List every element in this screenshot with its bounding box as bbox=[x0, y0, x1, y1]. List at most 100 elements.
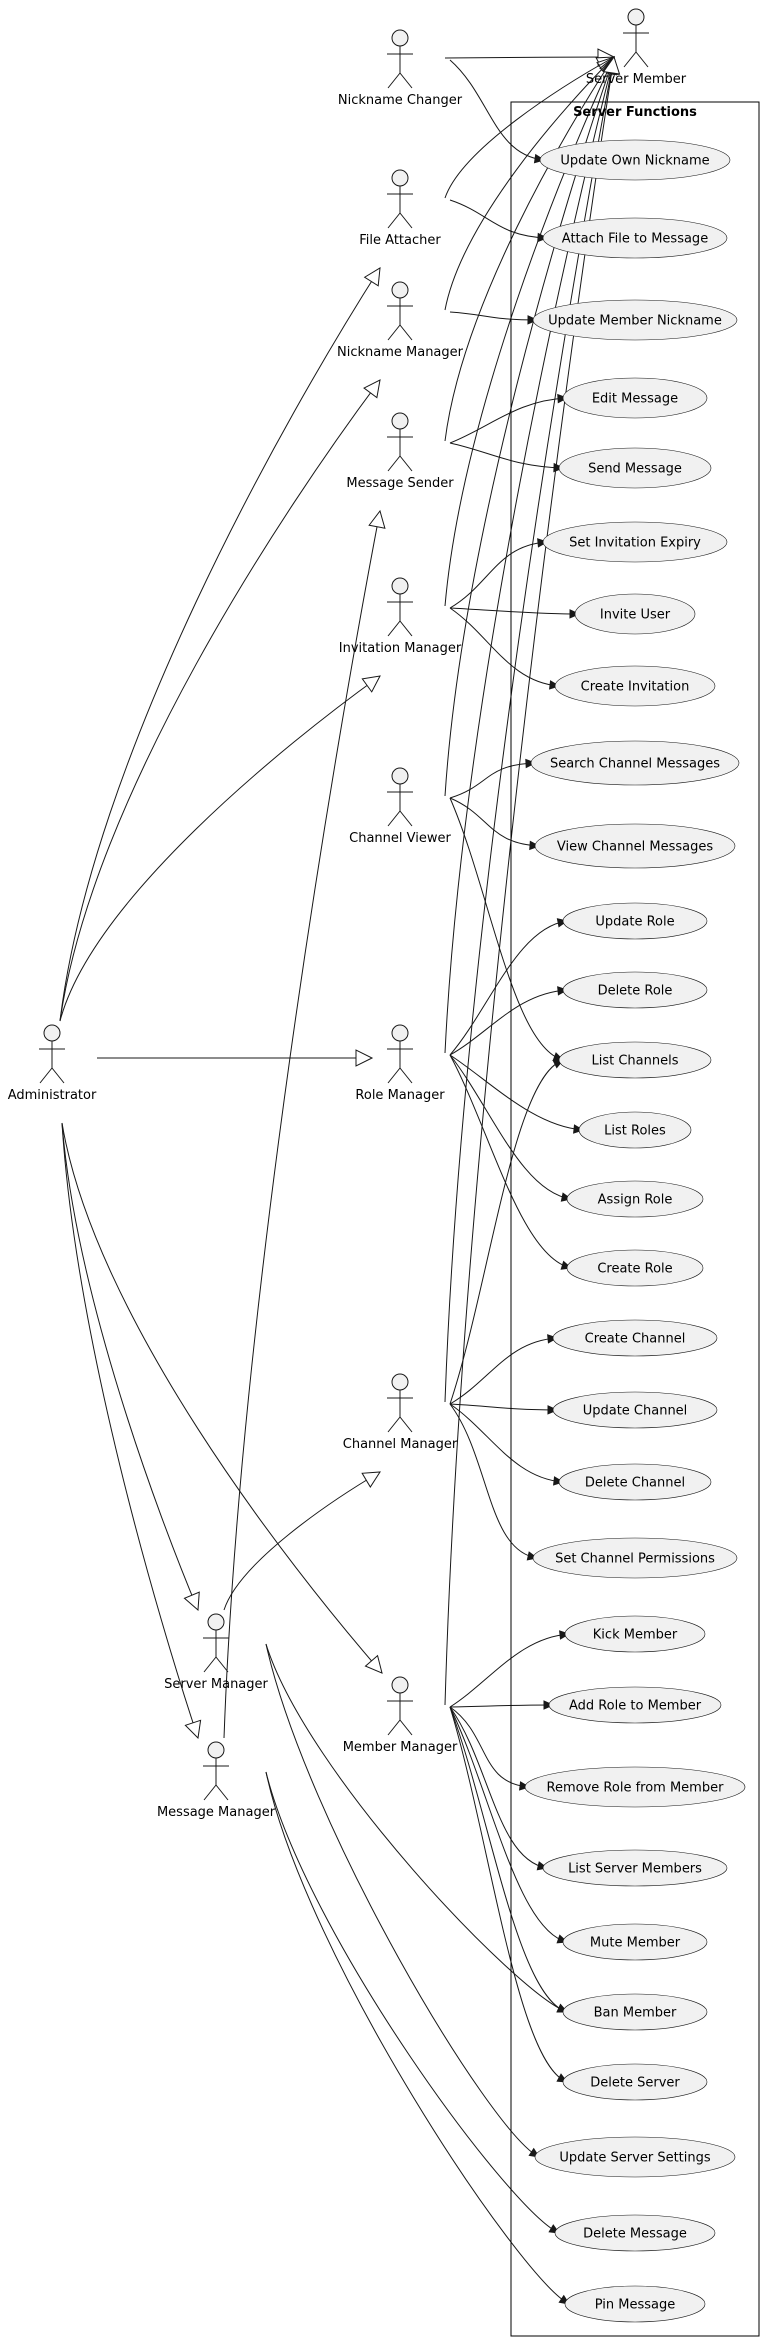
use-case-update-member-nickname: Update Member Nickname bbox=[532, 299, 738, 341]
actor-channel-viewer: Channel Viewer bbox=[349, 767, 451, 846]
actor-leg-right bbox=[399, 1067, 413, 1084]
actor-label: Channel Manager bbox=[343, 1437, 458, 1452]
association-nickname-manager-to-update-member-nickname bbox=[449, 311, 538, 321]
actor-head bbox=[43, 1024, 61, 1042]
use-case-label: Update Member Nickname bbox=[548, 314, 722, 329]
use-case-assign-role: Assign Role bbox=[566, 1180, 704, 1218]
actor-leg-right bbox=[399, 1719, 413, 1736]
use-case-label: Send Message bbox=[588, 462, 682, 477]
use-case-label: Delete Server bbox=[590, 2076, 680, 2091]
actor-leg-left bbox=[387, 1719, 401, 1736]
actor-label: Channel Viewer bbox=[349, 831, 451, 846]
association-arrowhead bbox=[553, 1476, 565, 1486]
use-case-invite-user: Invite User bbox=[574, 593, 696, 635]
generalization-arrowhead bbox=[363, 379, 381, 399]
use-case-ellipse bbox=[566, 1249, 704, 1287]
actor-leg-right bbox=[399, 1416, 413, 1433]
actor-head bbox=[391, 1024, 409, 1042]
association-arrowhead bbox=[527, 315, 539, 325]
use-case-delete-role: Delete Role bbox=[562, 971, 708, 1009]
use-case-ellipse bbox=[562, 1993, 708, 2031]
use-case-label: Create Invitation bbox=[581, 680, 690, 695]
use-case-label: List Channels bbox=[591, 1054, 678, 1069]
association-arrowhead bbox=[518, 1781, 531, 1791]
association-message-sender-to-send-message bbox=[449, 442, 564, 469]
actor-head bbox=[391, 29, 409, 47]
generalization-arrowhead bbox=[361, 1471, 381, 1489]
actor-message-sender: Message Sender bbox=[346, 412, 454, 491]
actor-role-manager: Role Manager bbox=[355, 1024, 445, 1103]
use-case-ellipse bbox=[539, 139, 731, 181]
generalization-file-attacher-to-server-member bbox=[444, 56, 615, 199]
use-case-label: Assign Role bbox=[598, 1193, 673, 1208]
association-file-attacher-to-attach-file bbox=[449, 199, 548, 239]
use-case-label: View Channel Messages bbox=[557, 840, 713, 855]
actor-leg-left bbox=[387, 810, 401, 827]
use-case-ban-member: Ban Member bbox=[562, 1993, 708, 2031]
association-channel-viewer-to-list-channels bbox=[449, 797, 564, 1061]
generalization-arrowhead bbox=[602, 55, 621, 75]
actor-label: Role Manager bbox=[355, 1088, 445, 1103]
actor-message-manager: Message Manager bbox=[157, 1741, 276, 1820]
actor-server-member: Server Member bbox=[586, 8, 687, 87]
association-role-manager-to-delete-role bbox=[449, 989, 568, 1056]
use-case-view-channel-messages: View Channel Messages bbox=[534, 823, 736, 869]
use-case-ellipse bbox=[578, 1111, 692, 1149]
use-case-ellipse bbox=[548, 1686, 722, 1724]
use-case-pin-message: Pin Message bbox=[564, 2285, 706, 2323]
use-case-ellipse bbox=[562, 902, 708, 940]
use-case-ellipse bbox=[558, 1463, 712, 1501]
association-arrowhead bbox=[549, 680, 561, 690]
association-arrowhead bbox=[543, 1700, 555, 1710]
actor-label: Nickname Manager bbox=[337, 345, 464, 360]
actor-nickname-changer: Nickname Changer bbox=[338, 29, 463, 108]
actor-leg-right bbox=[399, 620, 413, 637]
use-case-label: Pin Message bbox=[595, 2298, 676, 2313]
association-arrowhead bbox=[529, 840, 541, 851]
use-case-update-channel: Update Channel bbox=[552, 1391, 718, 1429]
use-case-list-roles: List Roles bbox=[578, 1111, 692, 1149]
use-case-label: Delete Channel bbox=[585, 1476, 685, 1491]
actor-head bbox=[391, 412, 409, 430]
actor-leg-right bbox=[51, 1067, 65, 1084]
use-case-update-own-nickname: Update Own Nickname bbox=[539, 139, 731, 181]
association-channel-viewer-to-view-channel-messages bbox=[449, 797, 540, 847]
use-case-ellipse bbox=[554, 2214, 716, 2252]
use-case-ellipse bbox=[562, 1923, 708, 1961]
actor-channel-manager: Channel Manager bbox=[343, 1373, 458, 1452]
use-case-ellipse bbox=[562, 971, 708, 1009]
use-case-ellipse bbox=[554, 665, 716, 707]
use-case-label: Update Role bbox=[595, 915, 674, 930]
use-case-ellipse bbox=[542, 1849, 728, 1887]
use-case-label: Mute Member bbox=[590, 1936, 681, 1951]
association-message-sender-to-edit-message bbox=[449, 397, 568, 444]
generalization-administrator-to-nickname-manager bbox=[59, 379, 381, 1022]
use-case-label: Remove Role from Member bbox=[547, 1781, 725, 1796]
association-arrowhead bbox=[525, 758, 537, 769]
actor-file-attacher: File Attacher bbox=[359, 169, 441, 248]
generalization-administrator-to-invitation-manager bbox=[59, 675, 381, 1022]
use-case-mute-member: Mute Member bbox=[562, 1923, 708, 1961]
actor-head bbox=[391, 1373, 409, 1391]
use-case-label: Set Invitation Expiry bbox=[569, 536, 701, 551]
actor-leg-right bbox=[399, 324, 413, 341]
use-case-ellipse bbox=[574, 593, 696, 635]
use-case-label: Create Channel bbox=[585, 1332, 686, 1347]
actor-leg-left bbox=[203, 1784, 217, 1801]
generalization-channel-manager-to-server-member bbox=[444, 56, 615, 1403]
generalization-server-manager-to-channel-manager bbox=[223, 1471, 381, 1611]
use-case-label: List Server Members bbox=[568, 1862, 702, 1877]
association-member-manager-to-ban-member bbox=[449, 1706, 568, 2013]
association-arrowhead bbox=[569, 609, 581, 619]
actor-label: Invitation Manager bbox=[339, 641, 462, 656]
association-member-manager-to-add-role-to-member bbox=[449, 1704, 554, 1708]
use-case-label: Search Channel Messages bbox=[550, 757, 720, 772]
association-channel-manager-to-set-channel-permissions bbox=[449, 1403, 538, 1559]
actor-leg-left bbox=[387, 212, 401, 229]
actor-head bbox=[207, 1613, 225, 1631]
generalization-nickname-manager-to-server-member bbox=[444, 56, 615, 311]
association-member-manager-to-kick-member bbox=[449, 1633, 570, 1708]
actor-member-manager: Member Manager bbox=[343, 1676, 458, 1755]
